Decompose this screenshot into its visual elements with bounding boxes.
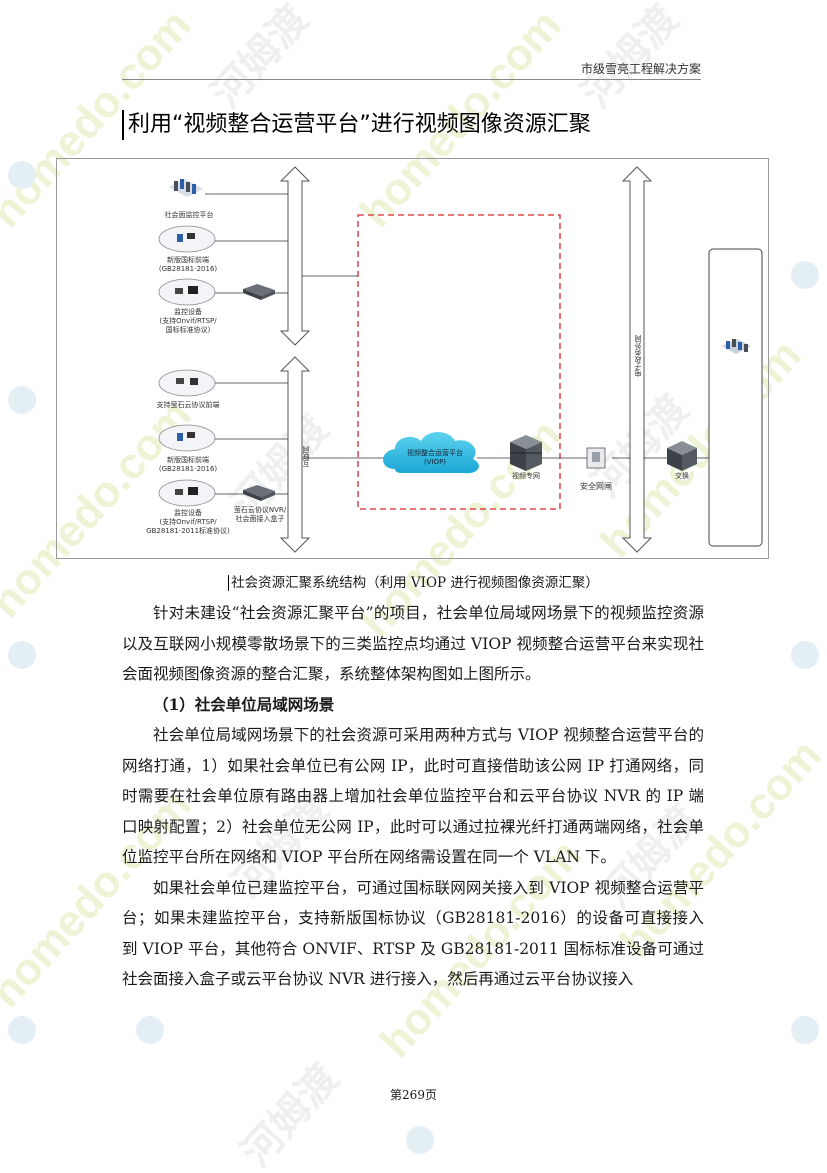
node-label-monitor-device: 监控设备 (支持Onvif/RTSP/ GB28181-2011标准协议) bbox=[146, 509, 230, 535]
architecture-diagram: 社会面监控平台 新版国标前端 (GB28181-2016) 监控设备 (支持On… bbox=[56, 158, 769, 559]
axis-label-egov-network: 电子政务外网 bbox=[634, 335, 642, 377]
switch-icon bbox=[667, 441, 697, 471]
cloud-device-icon bbox=[158, 225, 216, 253]
internet-bus-upper bbox=[279, 166, 311, 346]
cloud-device-icon bbox=[158, 369, 216, 397]
node-label-security-gateway: 安全网闸 bbox=[580, 482, 612, 491]
node-label-new-national-frontend: 新版国标前端 (GB28181-2016) bbox=[158, 256, 218, 273]
egov-bus bbox=[621, 166, 653, 553]
watermark-text-cn: 河姆渡 bbox=[573, 0, 687, 117]
node-label-cloud-protocol-frontend: 支持萤石云协议前端 bbox=[156, 401, 220, 409]
data-center-enclosure bbox=[708, 248, 763, 547]
watermark-text-cn: 河姆渡 bbox=[203, 0, 317, 117]
internet-bus-lower bbox=[279, 356, 311, 553]
node-label-switch: 交换 bbox=[675, 472, 689, 480]
figure-caption-text: 社会资源汇聚系统结构（利用 VIOP 进行视频图像资源汇聚） bbox=[228, 575, 599, 591]
viop-cloud-icon bbox=[383, 432, 479, 474]
server-rack-icon bbox=[722, 339, 751, 354]
paragraph: 针对未建设“社会资源汇聚平台”的项目，社会单位局域网场景下的视频监控资源以及互联… bbox=[122, 604, 704, 683]
connection-lines bbox=[205, 193, 709, 495]
video-network-switch-icon bbox=[510, 435, 542, 471]
axis-label-internet: 互联网 bbox=[302, 446, 310, 467]
subheading: （1）社会单位局域网场景 bbox=[153, 694, 335, 714]
node-label-social-monitor-platform: 社会面监控平台 bbox=[164, 211, 214, 219]
node-label-cloud-nvr-box: 萤石云协议NVR/ 社会面接入盒子 bbox=[233, 506, 287, 523]
watermark-text-cn: 河姆渡 bbox=[233, 1056, 347, 1169]
section-title: 利用“视频整合运营平台”进行视频图像资源汇聚 bbox=[122, 110, 591, 140]
cloud-camera-icon bbox=[158, 278, 216, 306]
cloud-camera-icon bbox=[158, 479, 216, 507]
security-gateway-icon bbox=[586, 447, 606, 469]
header-divider bbox=[122, 79, 701, 80]
body-text: 针对未建设“社会资源汇聚平台”的项目，社会单位局域网场景下的视频监控资源以及互联… bbox=[122, 598, 704, 995]
node-label-new-national-frontend: 新版国标前端 (GB28181-2016) bbox=[158, 456, 218, 473]
node-label-monitor-device: 监控设备 (支持Onvif/RTSP/ 国标标准协议) bbox=[159, 308, 217, 334]
header-title: 市级雪亮工程解决方案 bbox=[580, 62, 701, 76]
monitor-platform-icon bbox=[169, 179, 203, 197]
diagram-graphics bbox=[158, 166, 763, 553]
nvr-box-icon bbox=[243, 485, 275, 501]
nvr-icon bbox=[243, 284, 275, 300]
node-label-video-private-network: 视频专网 bbox=[512, 472, 540, 480]
node-label-viop: 视频整合运营平台 (VIOP) bbox=[407, 449, 463, 466]
paragraph: 如果社会单位已建监控平台，可通过国标联网网关接入到 VIOP 视频整合运营平台；… bbox=[122, 878, 704, 989]
page-number: 第269页 bbox=[390, 1088, 437, 1102]
paragraph: 社会单位局域网场景下的社会资源可采用两种方式与 VIOP 视频整合运营平台的网络… bbox=[122, 726, 704, 866]
cloud-device-icon bbox=[158, 424, 216, 452]
figure-caption: 社会资源汇聚系统结构（利用 VIOP 进行视频图像资源汇聚） bbox=[0, 571, 827, 591]
viop-zone bbox=[357, 214, 561, 510]
